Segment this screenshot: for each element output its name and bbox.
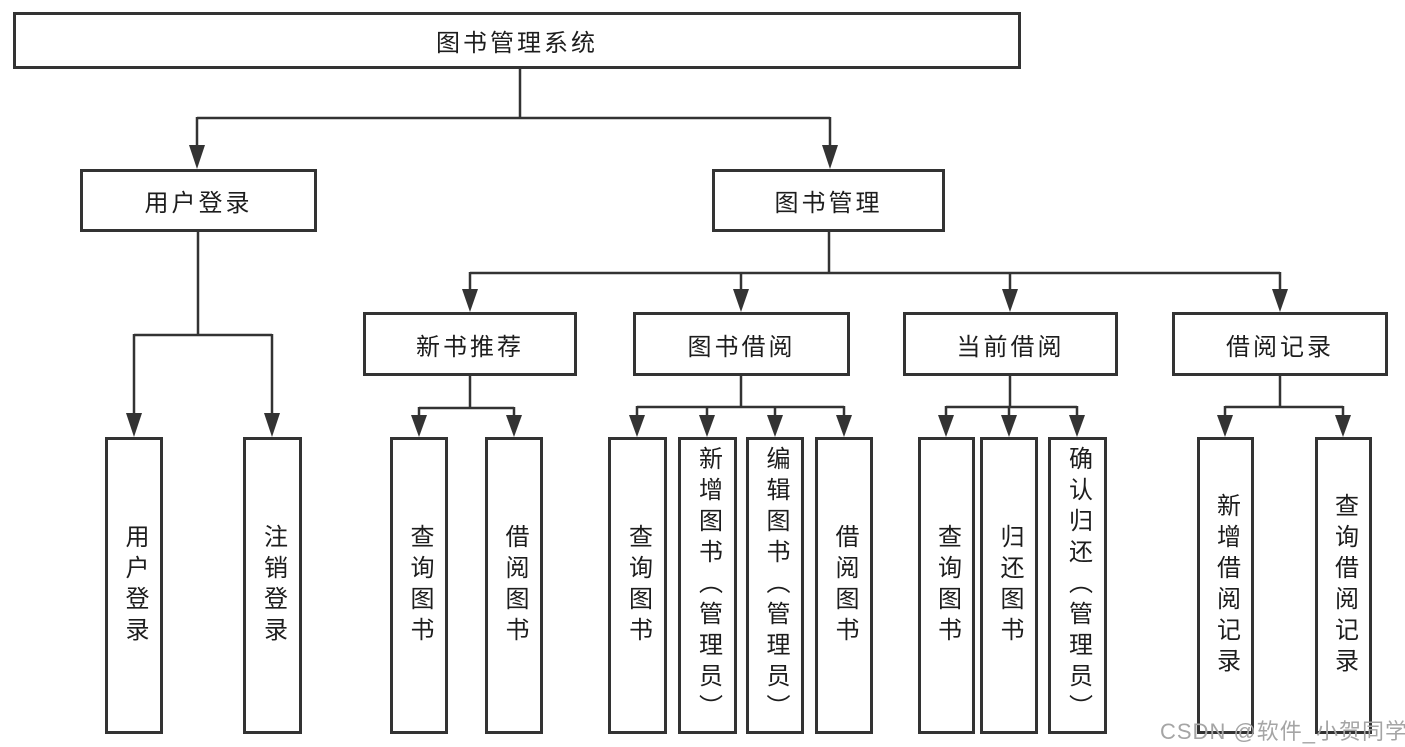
- node-book-management: 图书管理: [712, 169, 945, 232]
- leaf-borrow-books-2-label: 借阅图书: [831, 523, 858, 648]
- leaf-user-login-label: 用户登录: [121, 523, 148, 648]
- leaf-user-login: 用户登录: [105, 437, 163, 734]
- leaf-logout: 注销登录: [243, 437, 302, 734]
- csdn-watermark: CSDN @软件_小贺同学: [1160, 719, 1405, 744]
- node-user-login: 用户登录: [80, 169, 317, 232]
- leaf-query-borrow-record: 查询借阅记录: [1315, 437, 1372, 734]
- leaf-confirm-return-admin-label: 确认归还（管理员）: [1064, 446, 1092, 725]
- leaf-logout-label: 注销登录: [259, 523, 287, 648]
- leaf-add-book-admin: 新增图书（管理员）: [678, 437, 737, 734]
- node-root-label: 图书管理系统: [436, 30, 598, 57]
- leaf-query-books-2: 查询图书: [608, 437, 667, 734]
- leaf-query-borrow-record-label: 查询借阅记录: [1330, 492, 1358, 679]
- leaf-query-books-1: 查询图书: [390, 437, 448, 734]
- leaf-borrow-books-1-label: 借阅图书: [501, 523, 528, 648]
- leaf-return-book: 归还图书: [980, 437, 1038, 734]
- node-borrow-records-label: 借阅记录: [1226, 333, 1334, 361]
- leaf-confirm-return-admin: 确认归还（管理员）: [1048, 437, 1107, 734]
- node-new-book-recommend: 新书推荐: [363, 312, 577, 376]
- node-current-borrow: 当前借阅: [903, 312, 1118, 376]
- leaf-query-books-1-label: 查询图书: [406, 523, 433, 648]
- leaf-add-borrow-record: 新增借阅记录: [1197, 437, 1254, 734]
- leaf-add-borrow-record-label: 新增借阅记录: [1212, 492, 1240, 679]
- node-user-login-label: 用户登录: [144, 190, 253, 217]
- node-root: 图书管理系统: [13, 12, 1021, 69]
- leaf-edit-book-admin-label: 编辑图书（管理员）: [762, 446, 789, 725]
- leaf-add-book-admin-label: 新增图书（管理员）: [694, 446, 722, 725]
- leaf-query-books-3-label: 查询图书: [933, 523, 961, 648]
- node-book-borrow: 图书借阅: [633, 312, 850, 376]
- node-current-borrow-label: 当前借阅: [956, 333, 1065, 361]
- node-book-borrow-label: 图书借阅: [687, 333, 796, 361]
- leaf-return-book-label: 归还图书: [996, 523, 1023, 648]
- node-new-book-recommend-label: 新书推荐: [416, 333, 524, 361]
- leaf-edit-book-admin: 编辑图书（管理员）: [746, 437, 804, 734]
- node-borrow-records: 借阅记录: [1172, 312, 1388, 376]
- leaf-query-books-3: 查询图书: [918, 437, 975, 734]
- leaf-borrow-books-1: 借阅图书: [485, 437, 543, 734]
- leaf-query-books-2-label: 查询图书: [624, 523, 652, 648]
- node-book-management-label: 图书管理: [774, 190, 883, 217]
- leaf-borrow-books-2: 借阅图书: [815, 437, 873, 734]
